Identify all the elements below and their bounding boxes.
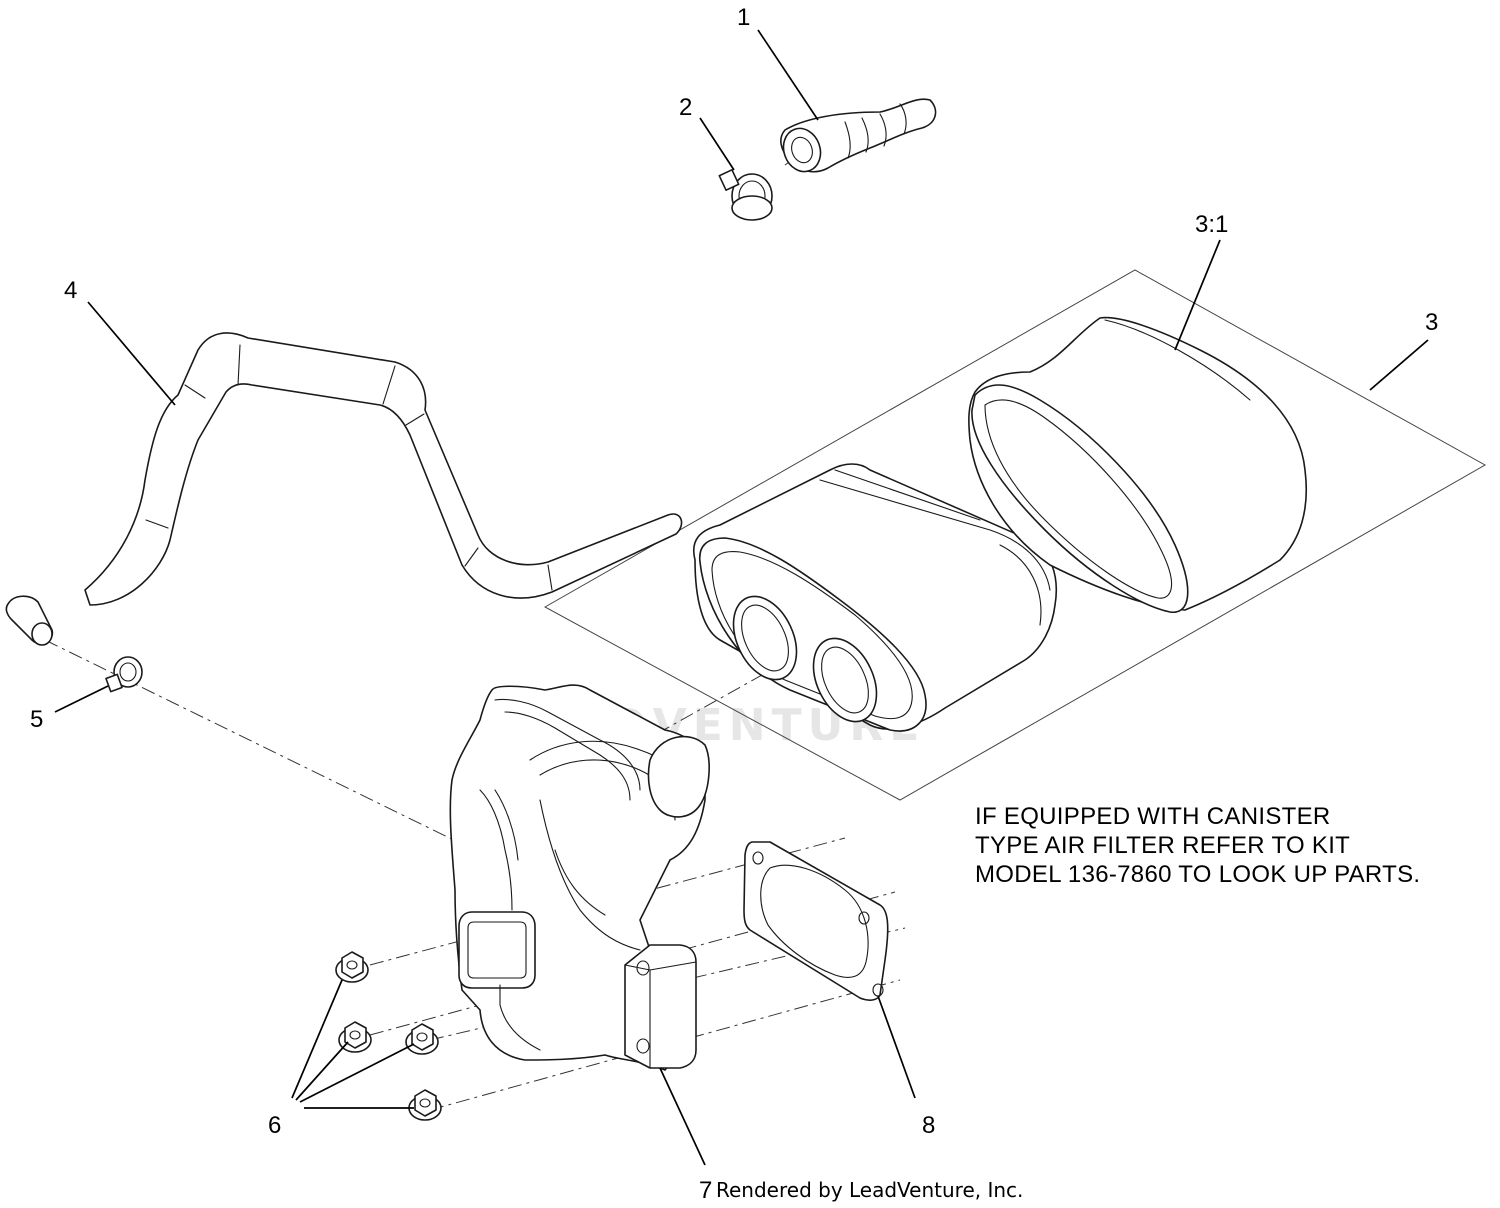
callout-1: 1	[737, 4, 750, 31]
note-line-3: MODEL 136-7860 TO LOOK UP PARTS.	[975, 861, 1420, 888]
note-line-2: TYPE AIR FILTER REFER TO KIT	[975, 832, 1350, 859]
callout-labels: 1 2 3:1 3 4 5 6 8 7	[30, 4, 1438, 1204]
part-2-hose-clamp	[718, 168, 773, 221]
callout-2: 2	[679, 94, 692, 121]
part-6-flange-nuts	[335, 951, 442, 1121]
callout-6: 6	[268, 1112, 281, 1139]
callout-3-1: 3:1	[1195, 211, 1228, 238]
part-7-air-cleaner-base	[449, 684, 710, 1071]
flange-nut-4	[408, 1089, 442, 1121]
flange-nut-3	[405, 1023, 439, 1055]
part-3-1-pre-cleaner	[968, 316, 1308, 613]
part-1-elbow-hose	[780, 98, 937, 173]
callout-5: 5	[30, 706, 43, 733]
note-line-1: IF EQUIPPED WITH CANISTER	[975, 803, 1331, 830]
callout-3: 3	[1425, 309, 1438, 336]
callout-4: 4	[64, 277, 77, 304]
part-5-small-clamp	[105, 656, 143, 693]
flange-nut-2	[338, 1021, 372, 1053]
part-3-air-filter-element	[693, 463, 1057, 732]
render-credit: Rendered by LeadVenture, Inc.	[716, 1178, 1023, 1202]
part-4-breather-hose	[84, 332, 683, 606]
filter-reference-plane	[543, 269, 1487, 801]
callout-leaders	[54, 29, 1429, 1166]
flange-nut-1	[335, 951, 369, 983]
callout-8: 8	[922, 1112, 935, 1139]
part-8-gasket	[743, 841, 889, 1001]
parts-note: IF EQUIPPED WITH CANISTER TYPE AIR FILTE…	[975, 803, 1420, 888]
hose-end-fitting	[5, 595, 54, 646]
callout-7: 7	[699, 1177, 712, 1204]
